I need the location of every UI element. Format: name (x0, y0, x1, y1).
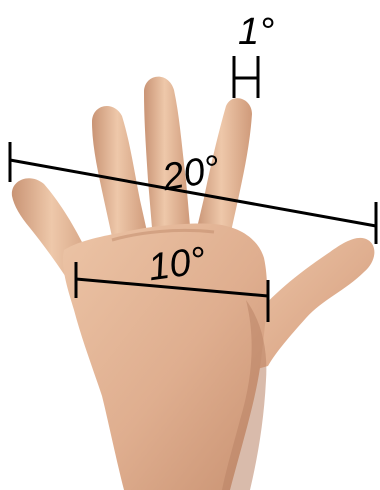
one-degree-label: 1° (238, 11, 274, 53)
ten-degree-label: 10° (146, 240, 209, 290)
middle-finger (144, 77, 190, 228)
one-degree-measure: 1° (234, 11, 274, 98)
